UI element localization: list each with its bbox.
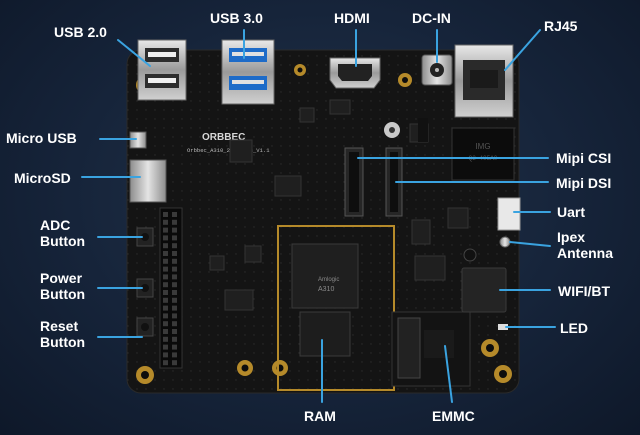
label-usb2: USB 2.0 (54, 24, 107, 40)
gpio-pin (172, 336, 177, 342)
soc-chip: Amlogic A310 (291, 243, 359, 309)
gpio-pin (172, 290, 177, 295)
gpio-pin (163, 305, 168, 311)
label-reset-button-line1: Reset (40, 318, 79, 334)
label-ram: RAM (304, 408, 336, 424)
gpio-pin (163, 329, 168, 334)
label-mipi-csi: Mipi CSI (556, 150, 612, 166)
label-microsd: MicroSD (14, 170, 71, 186)
gpio-pin (172, 251, 177, 256)
gpio-pin (172, 352, 177, 358)
gpio-pin (163, 227, 168, 233)
side-buttons (136, 227, 154, 337)
label-power-button-line1: Power (40, 270, 83, 286)
hdmi-port (329, 57, 381, 89)
led (498, 324, 508, 330)
label-adc-button-line1: ADC (40, 217, 71, 233)
gpio-pin (163, 243, 168, 249)
uart-connector (497, 197, 521, 231)
label-ipex-antenna-line2: Antenna (557, 245, 613, 261)
gpio-pin (163, 290, 168, 295)
gpio-pin (163, 336, 168, 342)
gpio-pin (172, 266, 177, 272)
misc-components (209, 99, 469, 311)
gpio-pin (163, 344, 168, 350)
label-micro-usb: Micro USB (6, 130, 77, 146)
gpio-pin (172, 212, 177, 217)
label-power-button-line2: Button (40, 286, 86, 302)
brand-silkscreen: ORBBEC (202, 132, 245, 143)
gpio-pin (163, 313, 168, 319)
soc-brand: Amlogic (318, 277, 339, 283)
gpio-pin (172, 258, 177, 264)
label-wifi-bt: WIFI/BT (558, 283, 611, 299)
gpio-pin (163, 219, 168, 225)
label-reset-button-line2: Button (40, 334, 86, 350)
gpio-pin (172, 297, 177, 303)
gpio-pin (172, 321, 177, 327)
model-silkscreen: Orbbec_A310_20000808_V1.1 (187, 147, 270, 154)
gpio-pin (163, 282, 168, 288)
label-led: LED (560, 320, 588, 336)
soc-model: A310 (318, 286, 334, 293)
gpio-pin (163, 251, 168, 256)
label-ipex-antenna-line1: Ipex (557, 229, 586, 245)
gpio-pin (172, 360, 177, 366)
gpio-pin (163, 235, 168, 241)
label-mipi-dsi: Mipi DSI (556, 175, 612, 191)
gpio-pin (172, 282, 177, 288)
gpio-pin (172, 329, 177, 334)
gpio-pin (172, 344, 177, 350)
label-dcin: DC-IN (412, 10, 451, 26)
callout-line-rj45 (504, 29, 541, 71)
usb3-port (221, 39, 275, 105)
label-emmc: EMMC (432, 408, 475, 424)
gpio-pin (163, 297, 168, 303)
usb2-port (137, 39, 187, 101)
label-hdmi: HDMI (334, 10, 370, 26)
ipex-antenna-connector (499, 236, 511, 248)
transformer-text: IMG (475, 142, 490, 151)
gpio-pin (163, 352, 168, 358)
soc-outline (277, 225, 395, 391)
gpio-pin (172, 313, 177, 319)
microsd-slot (129, 159, 167, 203)
label-uart: Uart (557, 204, 586, 220)
gpio-pin (172, 243, 177, 249)
gpio-pin (172, 235, 177, 241)
callout-line-usb2 (117, 39, 151, 67)
gpio-pin (172, 227, 177, 233)
callout-line-emmc (444, 345, 453, 403)
gpio-pin (163, 212, 168, 217)
gpio-pin (163, 321, 168, 327)
gpio-pin (163, 274, 168, 280)
gpio-pin (172, 274, 177, 280)
gpio-pin (163, 360, 168, 366)
capacitors (384, 118, 477, 262)
label-usb3: USB 3.0 (210, 10, 263, 26)
label-rj45: RJ45 (544, 18, 578, 34)
gpio-pin (172, 219, 177, 225)
gpio-pin (172, 305, 177, 311)
callout-line-ipex (509, 241, 551, 247)
label-adc-button-line2: Button (40, 233, 86, 249)
gpio-pin (163, 258, 168, 264)
gpio-pin (163, 266, 168, 272)
ram-chip (299, 311, 351, 357)
ethernet-transformer: IMG Q2-405A0 (451, 127, 515, 181)
rj45-port (454, 44, 514, 118)
